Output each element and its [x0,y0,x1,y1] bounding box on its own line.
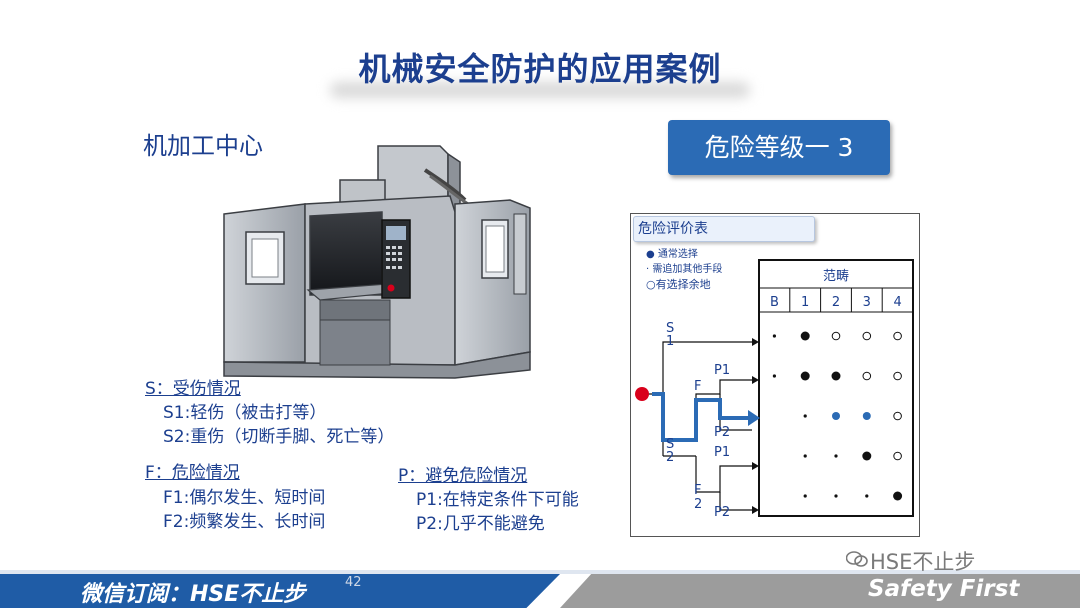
cell-mark-1-1 [800,371,810,381]
highlight-arrow [748,410,760,426]
cell-mark-0-4 [893,331,902,341]
cell-mark-2-4 [893,411,902,421]
cell-mark-3-4 [893,451,902,461]
branch-p2-top: P2 [714,425,730,440]
cell-mark-0-0 [772,334,776,338]
legend-p1: P1:在特定条件下可能 [416,490,579,510]
legend-p2: P2:几乎不能避免 [416,514,545,534]
footer-accent [0,570,1080,574]
column-header-B: B [770,295,779,310]
column-header-4: 4 [893,295,901,310]
cell-mark-1-2 [831,371,841,381]
cell-mark-2-3 [862,412,871,420]
start-point [635,387,649,401]
branch-p2-bottom: P2 [714,505,730,520]
footer-left-band [0,574,560,608]
page-number: 42 [345,575,362,590]
watermark-text: HSE不止步 [870,550,976,574]
cell-mark-1-0 [772,374,776,378]
legend-p-heading: P：避免危险情况 [398,466,528,486]
column-header-2: 2 [832,295,840,310]
cell-mark-2-2 [832,412,840,420]
wechat-icon [846,551,868,567]
cell-mark-4-2 [834,494,838,498]
machining-center-illustration [223,145,531,379]
legend-s2: S2:重伤（切断手脚、死亡等） [163,427,395,447]
footer-right-band [560,574,1080,608]
cell-mark-4-1 [803,494,807,498]
cell-mark-3-1 [803,454,807,458]
title-shadow [330,82,750,98]
category-grid-frame [758,259,914,517]
note-normal: ● 通常选择 [646,249,698,260]
cell-mark-1-3 [862,371,872,381]
cell-mark-0-1 [800,331,810,341]
machine-label: 机加工中心 [143,132,263,160]
footer-safety-first: Safety First [868,576,1020,602]
risk-table-title: 危险评价表 [633,216,815,242]
column-header-1: 1 [801,295,809,310]
category-label: 范畴 [823,268,849,284]
slide-title: 机械安全防护的应用案例 [358,50,722,88]
note-optional: ○有选择余地 [646,278,711,291]
cell-mark-4-3 [865,494,869,498]
note-additional: · 需追加其他手段 [646,264,723,275]
legend-f-heading: F：危险情况 [145,463,240,483]
cell-mark-2-1 [803,414,807,418]
legend-f1: F1:偶尔发生、短时间 [163,488,326,508]
cell-mark-1-4 [893,371,902,381]
legend-s1: S1:轻伤（被击打等） [163,403,327,423]
column-header-3: 3 [863,295,871,310]
cell-mark-3-3 [862,451,872,461]
branch-p1-bottom: P1 [714,445,730,460]
cell-mark-3-2 [834,454,838,458]
footer-subscribe-text: 微信订阅：HSE不止步 [80,582,306,607]
cell-mark-4-4 [893,491,903,501]
legend-s-heading: S：受伤情况 [145,379,241,399]
branch-f1: F [694,379,701,394]
branch-p1-top: P1 [714,363,730,378]
risk-level-badge: 危险等级一 3 [668,120,890,175]
legend-f2: F2:频繁发生、长时间 [163,512,326,532]
cell-mark-0-2 [831,331,841,341]
cell-mark-0-3 [862,331,872,341]
